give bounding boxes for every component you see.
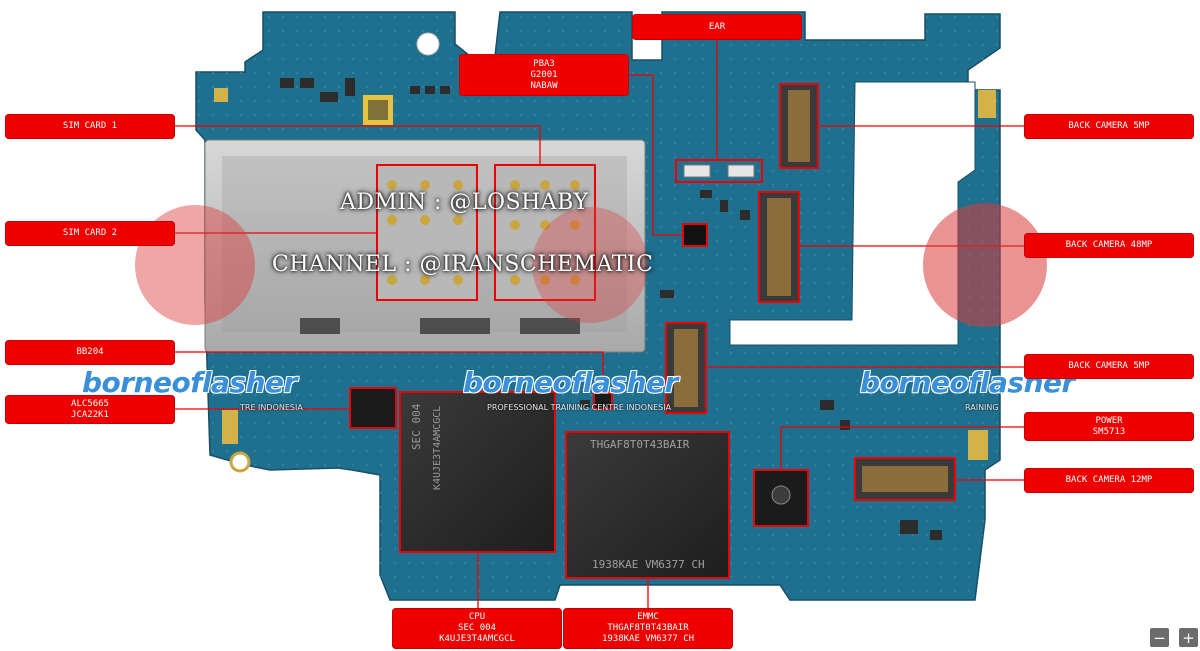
emmc-chip (565, 431, 730, 579)
cpu-chip (399, 391, 556, 553)
label-line: BACK CAMERA 5MP (1068, 121, 1150, 131)
line-power (780, 426, 1024, 470)
label-ear: EAR (632, 14, 802, 40)
alc-chip (349, 387, 397, 429)
emmc-marking-top: THGAF8T0T43BAIR (590, 438, 690, 451)
brand-watermark-center: borneoflasher (463, 366, 678, 399)
label-sim-card-2: SIM CARD 2 (5, 221, 175, 246)
line-sim1 (175, 125, 541, 165)
board-cutout-2 (862, 90, 967, 165)
zoom-out-button[interactable]: − (1150, 628, 1169, 647)
label-bb204: BB204 (5, 340, 175, 365)
label-back-camera-48mp: BACK CAMERA 48MP (1024, 233, 1194, 258)
ear-contacts (675, 159, 763, 183)
label-line: G2001 (530, 69, 558, 80)
label-line: POWER (1095, 415, 1123, 426)
label-line: BACK CAMERA 12MP (1065, 475, 1153, 485)
label-line: EMMC (637, 612, 659, 622)
label-line: EAR (708, 21, 726, 32)
mount-hole (416, 32, 440, 56)
zoom-in-button[interactable]: + (1179, 628, 1198, 647)
emmc-marking-bottom: 1938KAE VM6377 CH (592, 558, 705, 571)
label-line: SIM CARD 1 (62, 121, 118, 131)
brand-sub-center: PROFESSIONAL TRAINING CENTRE INDONESIA (487, 403, 672, 412)
label-line: BB204 (76, 347, 104, 357)
label-line: NABAW (530, 80, 558, 91)
connector-back-camera-5mp-bottom (665, 322, 707, 414)
watermark-admin: ADMIN : @LOSHABY (340, 190, 589, 215)
label-back-camera-5mp-bottom: BACK CAMERA 5MP (1024, 354, 1194, 379)
cpu-marking-1: SEC 004 (410, 403, 423, 450)
connector-back-camera-12mp (854, 457, 956, 501)
label-line: SM5713 (1092, 426, 1126, 437)
label-back-camera-5mp-top: BACK CAMERA 5MP (1024, 114, 1194, 139)
label-back-camera-12mp: BACK CAMERA 12MP (1024, 468, 1194, 493)
brand-watermark-left: borneoflasher (82, 366, 297, 399)
label-line: K4UJE3T4AMCGCL (439, 634, 515, 644)
label-line: JCA22K1 (71, 409, 109, 420)
pba-chip (682, 223, 708, 247)
logo-watermark-right (923, 203, 1047, 327)
logo-watermark-center (532, 207, 648, 323)
label-sim-card-1: SIM CARD 1 (5, 114, 175, 139)
label-line: CPU (468, 612, 486, 622)
sim-contacts-1 (376, 164, 478, 301)
label-line: PBA3 (533, 58, 555, 69)
sim-contacts-2 (494, 164, 596, 301)
line-bb (175, 351, 604, 393)
brand-sub-right: RAINING (965, 403, 999, 412)
label-line: SEC 004 (458, 623, 496, 633)
small-components (280, 78, 942, 540)
line-pba (630, 74, 683, 236)
label-line: BACK CAMERA 48MP (1065, 240, 1153, 250)
mount-hole (229, 451, 251, 473)
connector-back-camera-48mp (758, 191, 800, 303)
label-line: 1938KAE VM6377 CH (601, 634, 695, 644)
label-line: ALC5665 (71, 398, 109, 409)
label-line: THGAF8T0T43BAIR (607, 623, 689, 633)
watermark-channel: CHANNEL : @IRANSCHEMATIC (272, 252, 654, 277)
brand-sub-left: TRE INDONESIA (240, 403, 303, 412)
connector-back-camera-5mp-top (779, 83, 819, 169)
cpu-marking-2: K4UJE3T4AMCGCL (432, 406, 443, 490)
label-line: BACK CAMERA 5MP (1068, 361, 1150, 371)
label-line: SIM CARD 2 (62, 228, 118, 238)
